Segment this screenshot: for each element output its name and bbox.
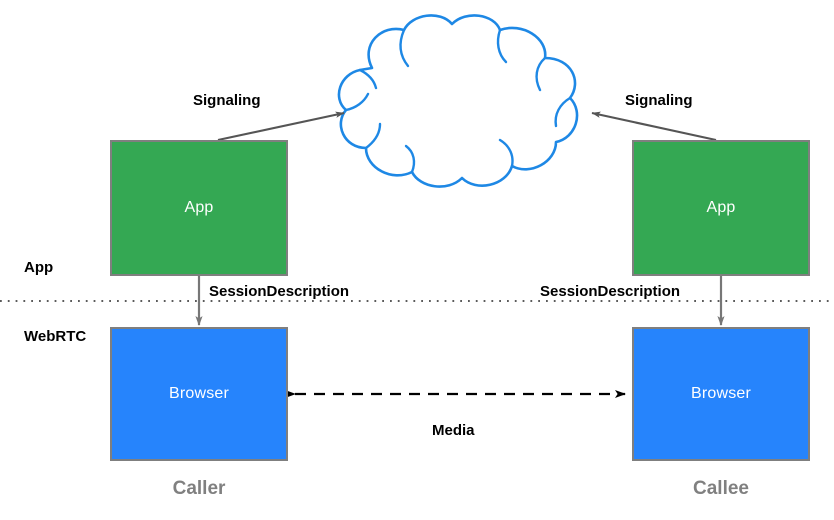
layer-label-webrtc: WebRTC	[24, 328, 87, 345]
session-description-label-caller: SessionDescription	[209, 283, 350, 300]
callee-app-box[interactable]: App	[632, 140, 810, 276]
signaling-label-caller: Signaling	[193, 92, 261, 109]
caller-app-box[interactable]: App	[110, 140, 288, 276]
caller-browser-label: Browser	[168, 385, 230, 402]
layer-label-app: App	[24, 259, 54, 276]
caller-app-label: App	[184, 199, 214, 216]
callee-app-label: App	[706, 199, 736, 216]
role-label-callee: Callee	[693, 478, 749, 499]
signaling-arrow-caller	[217, 111, 345, 142]
cloud-icon	[337, 14, 579, 188]
callee-browser-box[interactable]: Browser	[632, 327, 810, 461]
session-description-label-callee: SessionDescription	[540, 283, 681, 300]
caller-browser-box[interactable]: Browser	[110, 327, 288, 461]
media-label: Media	[432, 422, 475, 439]
signaling-arrow-callee	[591, 111, 717, 142]
callee-browser-label: Browser	[690, 385, 752, 402]
signaling-label-callee: Signaling	[625, 92, 693, 109]
role-label-caller: Caller	[172, 478, 226, 499]
